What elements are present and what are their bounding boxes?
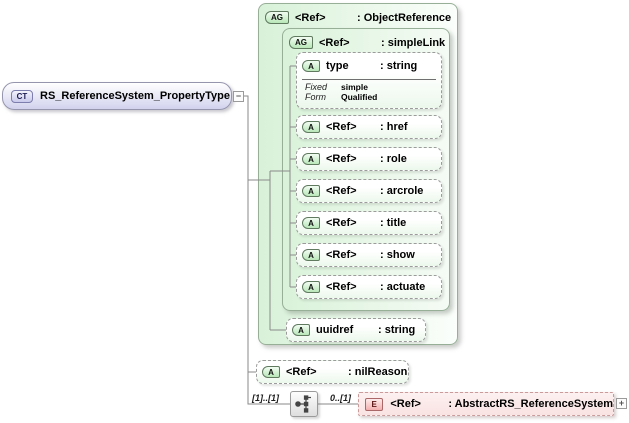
attribute-group-object-reference-header: AG <Ref> : ObjectReference xyxy=(259,4,457,24)
attribute-type-label: : title xyxy=(380,217,407,229)
attribute-icon: A xyxy=(302,281,320,293)
collapse-toggle[interactable]: − xyxy=(233,91,244,102)
complex-type-icon: CT xyxy=(11,89,33,103)
attribute-actuate[interactable]: A <Ref> : actuate xyxy=(296,275,442,299)
complex-type-rs-referencesystem-propertytype[interactable]: CT RS_ReferenceSystem_PropertyType xyxy=(2,82,232,110)
attribute-icon: A xyxy=(302,217,320,229)
expand-toggle[interactable]: + xyxy=(616,398,627,409)
attribute-name: <Ref> xyxy=(326,121,357,133)
attribute-show[interactable]: A <Ref> : show xyxy=(296,243,442,267)
attribute-icon: A xyxy=(262,366,280,378)
attribute-icon: A xyxy=(292,324,310,336)
attribute-type-label: : href xyxy=(380,121,408,133)
element-abstractrs-referencesystem[interactable]: E <Ref> : AbstractRS_ReferenceSystem xyxy=(358,392,614,416)
attribute-nilreason[interactable]: A <Ref> : nilReason xyxy=(256,360,409,384)
group-name: <Ref> xyxy=(319,36,350,49)
group-type: : ObjectReference xyxy=(357,11,452,24)
attribute-type-label: : string xyxy=(378,324,416,336)
facet-label: Form xyxy=(305,92,326,102)
facet-label: Fixed xyxy=(305,82,328,92)
attribute-group-simple-link-header: AG <Ref> : simpleLink xyxy=(283,29,449,49)
attribute-uuidref[interactable]: A uuidref : string xyxy=(286,318,426,342)
attribute-name: uuidref xyxy=(316,324,354,336)
attribute-type[interactable]: A type : string Fixed simple Form Qualif… xyxy=(296,52,442,109)
attribute-role[interactable]: A <Ref> : role xyxy=(296,147,442,171)
attribute-name: <Ref> xyxy=(326,185,357,197)
attribute-name: <Ref> xyxy=(326,281,357,293)
attribute-href[interactable]: A <Ref> : href xyxy=(296,115,442,139)
attribute-type-label: : actuate xyxy=(380,281,426,293)
attribute-type-label: : nilReason xyxy=(348,366,408,378)
attribute-name: type xyxy=(326,60,349,72)
attribute-icon: A xyxy=(302,185,320,197)
attribute-group-icon: AG xyxy=(289,36,313,49)
group-type: : simpleLink xyxy=(381,36,446,49)
element-name: <Ref> xyxy=(390,398,421,410)
facet-value: Qualified xyxy=(341,92,378,102)
attribute-name: <Ref> xyxy=(286,366,317,378)
attribute-arcrole[interactable]: A <Ref> : arcrole xyxy=(296,179,442,203)
attribute-icon: A xyxy=(302,121,320,133)
cardinality-left: [1]..[1] xyxy=(252,393,279,403)
sequence-icon xyxy=(295,395,311,413)
attribute-name: <Ref> xyxy=(326,153,357,165)
attribute-icon: A xyxy=(302,249,320,261)
attribute-type-label: : show xyxy=(380,249,415,261)
attribute-facets: Fixed simple Form Qualified xyxy=(302,79,436,102)
group-name: <Ref> xyxy=(295,11,326,24)
element-icon: E xyxy=(365,397,384,411)
attribute-type-label: : string xyxy=(380,60,418,72)
cardinality-right: 0..[1] xyxy=(330,393,352,403)
attribute-icon: A xyxy=(302,60,320,72)
sequence-compositor[interactable] xyxy=(290,391,318,417)
attribute-type-label: : arcrole xyxy=(380,185,424,197)
complex-type-name: RS_ReferenceSystem_PropertyType xyxy=(40,90,230,102)
attribute-title[interactable]: A <Ref> : title xyxy=(296,211,442,235)
attribute-type-label: : role xyxy=(380,153,407,165)
attribute-name: <Ref> xyxy=(326,217,357,229)
attribute-name: <Ref> xyxy=(326,249,357,261)
attribute-icon: A xyxy=(302,153,320,165)
element-type-label: : AbstractRS_ReferenceSystem xyxy=(448,398,613,410)
attribute-group-icon: AG xyxy=(265,11,289,24)
facet-value: simple xyxy=(341,82,368,92)
